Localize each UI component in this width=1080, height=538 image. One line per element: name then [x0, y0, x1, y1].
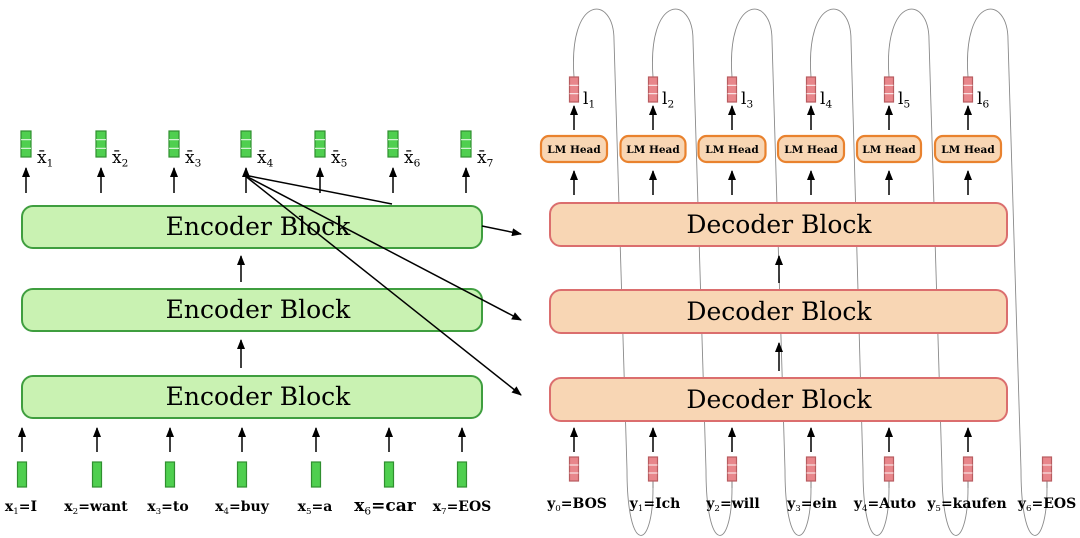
feedback-loop-1 — [573, 8, 654, 536]
encoder-output-vector-4 — [240, 130, 252, 158]
logit-label-5: l5 — [898, 89, 910, 111]
encoder-block-bottom-label: Encoder Block — [166, 382, 352, 411]
encoder-output-label-2: x̄2 — [112, 148, 128, 170]
cross-attn-arrow-middle — [243, 174, 522, 321]
encoder-output-label-6: x̄6 — [404, 148, 421, 170]
logit-label-3: l3 — [741, 89, 753, 111]
decoder-input-label-1: y0=BOS — [546, 496, 607, 514]
logit-label-2: l2 — [662, 89, 674, 111]
feedback-loop-4 — [810, 8, 890, 536]
encoder-block-bottom — [21, 375, 483, 419]
encoder-output-label-7: x̄7 — [477, 148, 493, 170]
lm-head-6: LM Head — [933, 134, 1003, 164]
encoder-input-label-3: x3=to — [147, 499, 188, 517]
decoder-input-vector-5 — [883, 456, 895, 482]
encoder-input-label-6: x6=car — [354, 496, 416, 518]
decoder-input-vector-1 — [568, 456, 580, 482]
encoder-output-vector-1 — [20, 130, 32, 158]
feedback-loop-2 — [652, 8, 733, 536]
encoder-output-label-4: x̄4 — [257, 148, 274, 170]
encoder-outputs: x̄1 x̄2 x̄3 x̄4 x̄5 x̄6 x̄7 — [20, 130, 493, 193]
decoder-input-vector-2 — [647, 456, 659, 482]
encoder-output-label-3: x̄3 — [185, 148, 201, 170]
encoder-input-label-7: x7=EOS — [433, 499, 492, 517]
encoder-input-vector-4 — [236, 461, 248, 488]
cross-attn-arrow-top — [481, 225, 522, 237]
decoder-outputs: LM Head l1 LM Head l2 LM Head l3 LM Head l4 LM H… — [539, 76, 1003, 195]
decoder-block-bottom-label: Decoder Block — [686, 385, 872, 414]
encoder-output-vector-2 — [95, 130, 107, 158]
lm-head-2: LM Head — [619, 134, 687, 164]
lm-head-5: LM Head — [855, 134, 923, 164]
lm-head-label-3: LM Head — [705, 144, 759, 156]
decoder-input-vector-6 — [962, 456, 974, 482]
encoder-stack: Encoder Block Encoder Block Encoder Bloc… — [21, 205, 483, 419]
logit-vector-3 — [726, 76, 738, 103]
logit-vector-5 — [883, 76, 895, 103]
decoder-inputs: y0=BOS y1=Ich y2=will y3=ein y4=Auto y5=kaufe… — [546, 427, 1076, 514]
encoder-input-vector-3 — [164, 461, 176, 488]
encoder-output-vector-7 — [460, 130, 472, 158]
encoder-input-label-1: x1=I — [5, 499, 37, 517]
logit-vector-1 — [568, 76, 580, 103]
encoder-output-label-1: x̄1 — [37, 148, 53, 170]
encoder-block-middle-label: Encoder Block — [166, 295, 352, 324]
encoder-input-vector-5 — [310, 461, 322, 488]
lm-head-label-1: LM Head — [547, 144, 601, 156]
lm-head-label-4: LM Head — [784, 144, 838, 156]
decoder-block-top — [549, 202, 1008, 247]
cross-attn-arrow-bottom — [243, 174, 522, 396]
encoder-input-vector-2 — [91, 461, 103, 488]
decoder-input-vector-3 — [726, 456, 738, 482]
logit-vector-6 — [962, 76, 974, 103]
decoder-input-label-7: y6=EOS — [1017, 496, 1076, 514]
encoder-block-top — [21, 205, 483, 249]
encoder-input-label-5: x5=a — [298, 499, 333, 517]
decoder-input-label-4: y3=ein — [786, 496, 837, 514]
lm-head-4: LM Head — [776, 134, 846, 164]
decoder-input-label-6: y5=kaufen — [926, 496, 1006, 514]
logit-vector-4 — [805, 76, 817, 103]
decoder-block-top-label: Decoder Block — [686, 210, 872, 239]
decoder-block-bottom — [549, 377, 1008, 422]
lm-head-label-6: LM Head — [941, 144, 995, 156]
lm-head-label-2: LM Head — [626, 144, 680, 156]
encoder-output-label-5: x̄5 — [331, 148, 347, 170]
lm-head-label-5: LM Head — [862, 144, 916, 156]
decoder-block-middle-label: Decoder Block — [686, 297, 872, 326]
cross-attn-line-to-encoder-edge — [243, 174, 393, 205]
decoder-input-vector-4 — [805, 456, 817, 482]
feedback-loop-6 — [967, 8, 1048, 536]
decoder-input-vector-7 — [1041, 456, 1053, 482]
decoder-block-middle — [549, 289, 1008, 334]
logit-label-1: l1 — [583, 89, 595, 111]
encoder-output-vector-6 — [387, 130, 399, 158]
logit-vector-2 — [647, 76, 659, 103]
encoder-block-middle — [21, 288, 483, 332]
encoder-input-label-2: x2=want — [64, 499, 128, 517]
decoder-input-label-2: y1=Ich — [629, 496, 681, 514]
decoder-input-label-3: y2=will — [705, 496, 759, 514]
decoder-stack: Decoder Block Decoder Block Decoder Bloc… — [549, 202, 1008, 422]
encoder-output-vector-3 — [168, 130, 180, 158]
feedback-loop-5 — [888, 8, 969, 536]
logit-label-6: l6 — [977, 89, 989, 111]
encoder-input-vector-7 — [456, 461, 468, 488]
decoder-input-label-5: y4=Auto — [853, 496, 916, 514]
encoder-input-vector-6 — [383, 461, 395, 488]
encoder-input-label-4: x4=buy — [215, 499, 270, 517]
encoder-inputs: x1=I x2=want x3=to x4=buy x5=a x6=car x7=EOS — [5, 427, 492, 518]
encoder-input-vector-1 — [16, 461, 28, 488]
lm-head-3: LM Head — [697, 134, 767, 164]
logit-label-4: l4 — [820, 89, 832, 111]
cross-attention-arrows — [243, 174, 522, 396]
lm-head-1: LM Head — [539, 134, 609, 164]
encoder-output-vector-5 — [314, 130, 326, 158]
